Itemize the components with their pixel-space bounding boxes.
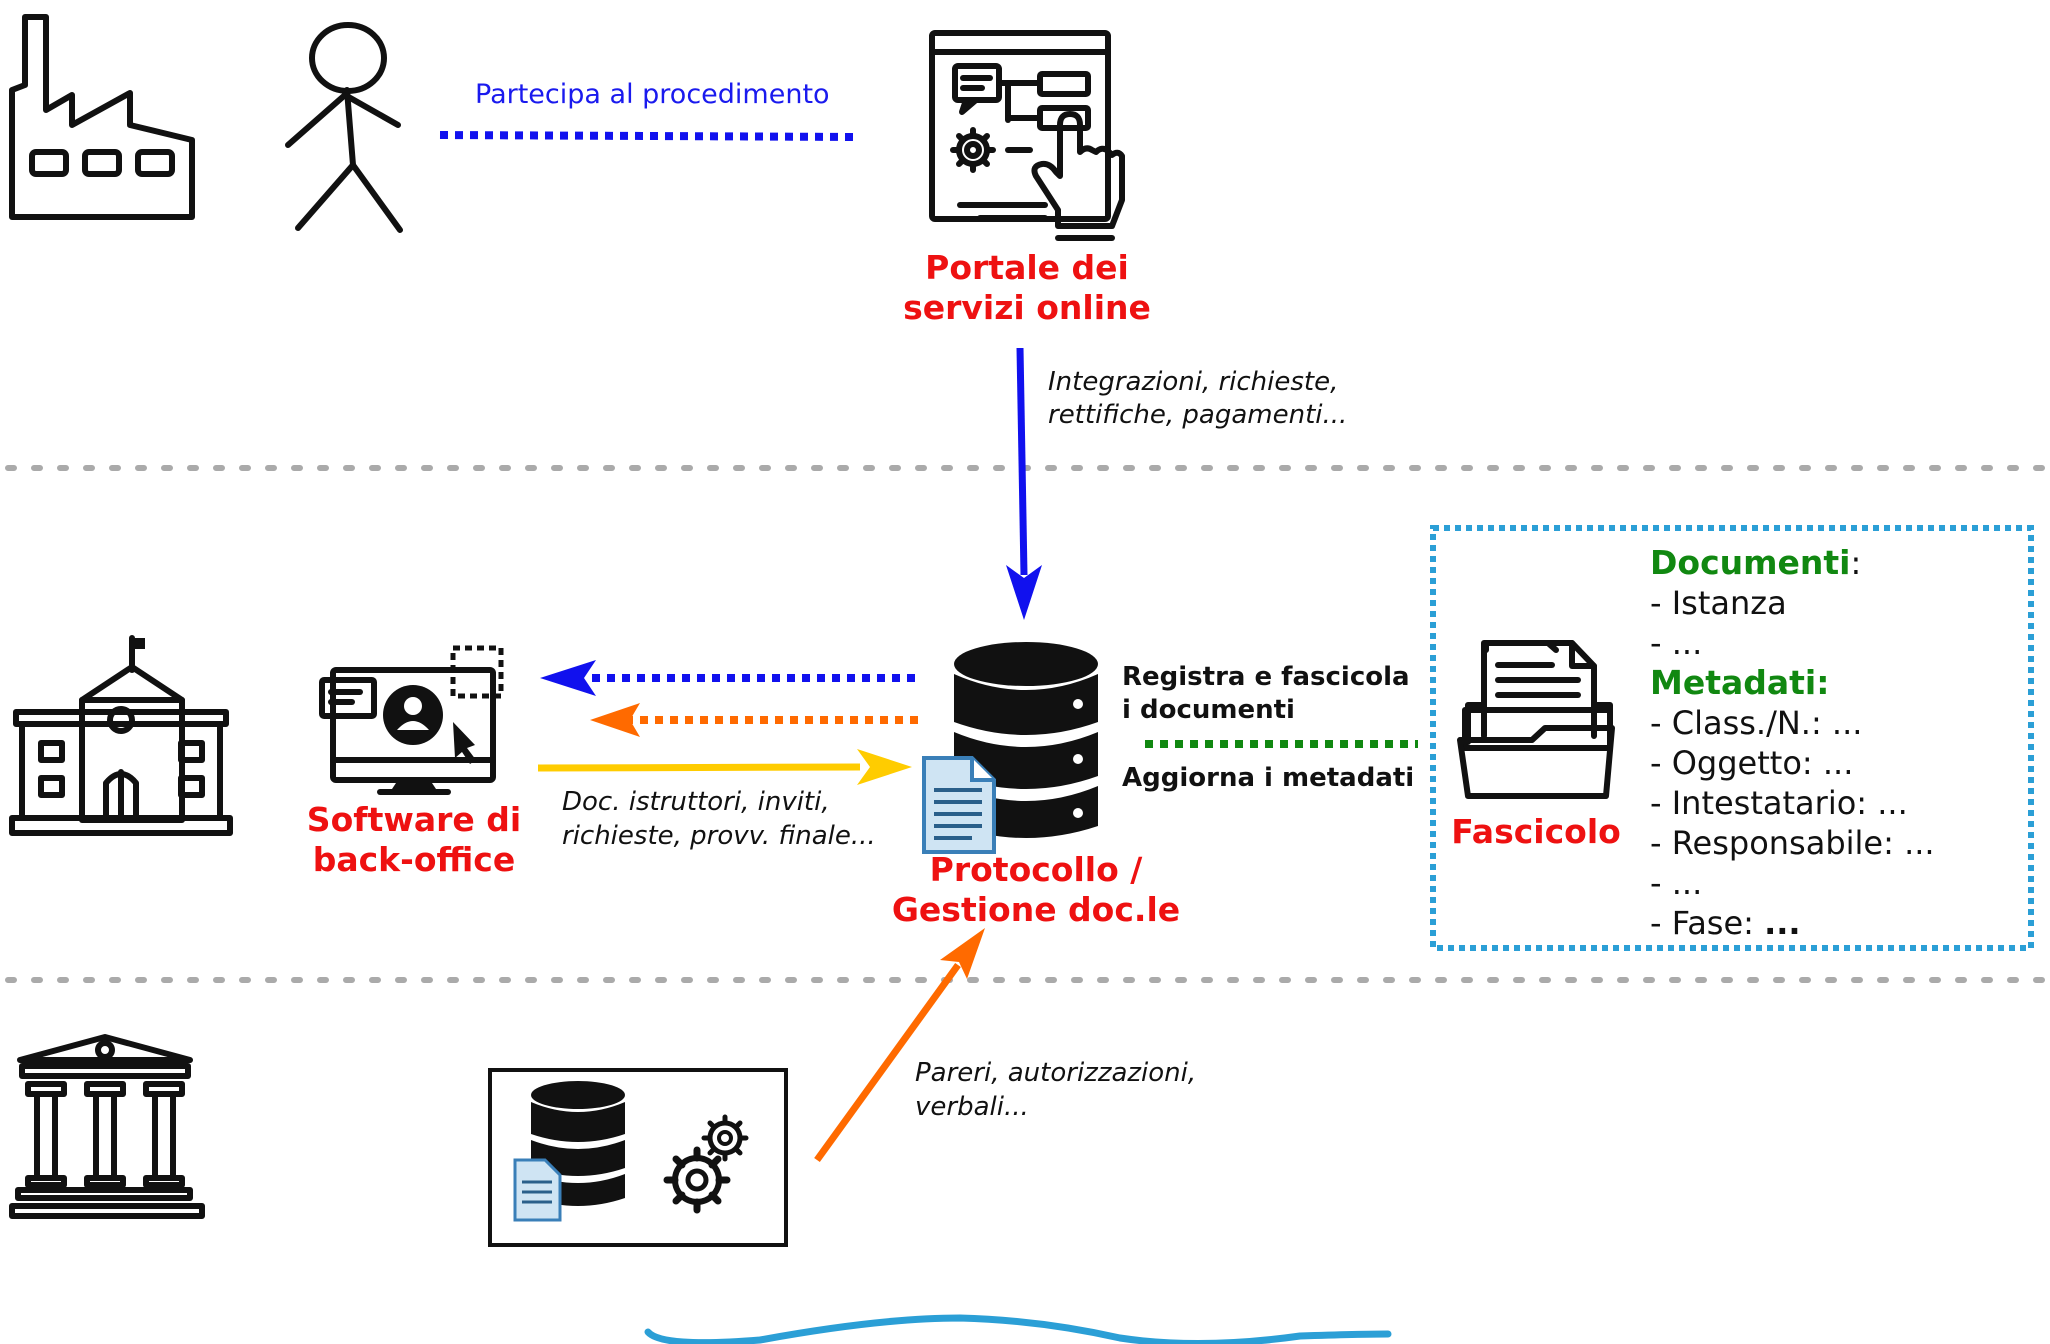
backoffice-label-line1: Software di (307, 800, 521, 839)
metadata-item-class: - Class./N.: ... (1650, 704, 1862, 742)
yellow-arrowhead (857, 749, 912, 785)
courthouse-icon (9, 1034, 205, 1219)
portal-label-line1: Portale dei (925, 248, 1129, 287)
wave-decoration (644, 1314, 1392, 1344)
external-to-protocol-arrow (814, 962, 961, 1163)
register-label-line1: Registra e fascicola (1122, 662, 1410, 692)
document-item-2: - ... (1650, 624, 1702, 662)
fascicolo-label: Fascicolo (1451, 812, 1621, 851)
participates-label: Partecipa al procedimento (475, 79, 830, 110)
portal-icon (929, 30, 1125, 241)
update-metadata-label: Aggiorna i metadati (1122, 763, 1414, 793)
external-arrowhead (940, 928, 985, 979)
blue-arrowhead (540, 660, 596, 696)
metadata-item-holder: - Intestatario: ... (1650, 784, 1908, 822)
portal-arrowhead (1006, 565, 1042, 620)
town-hall-icon (9, 635, 233, 836)
person-icon (285, 22, 403, 233)
metadata-item-phase: - Fase: ... (1650, 904, 1801, 942)
fascicolo-box (1430, 525, 2034, 951)
gears-icon (663, 1114, 749, 1214)
portal-label-line2: servizi online (903, 288, 1151, 327)
document-icon (922, 756, 996, 854)
portal-to-protocol-arrow (1016, 347, 1028, 576)
documents-heading: Documenti: (1650, 543, 1861, 582)
backoffice-label-line2: back-office (313, 840, 516, 879)
metadata-item-subject: - Oggetto: ... (1650, 744, 1853, 782)
backoffice-flow-label-line2: richieste, provv. finale... (562, 821, 876, 851)
orange-arrowhead (590, 703, 640, 737)
external-flow-label-line2: verbali... (915, 1092, 1029, 1122)
protocol-label-line2: Gestione doc.le (892, 890, 1180, 929)
portal-flow-label-line1: Integrazioni, richieste, (1048, 367, 1338, 397)
participates-link (439, 131, 859, 141)
backoffice-computer-icon (319, 645, 504, 795)
metadata-item-more: - ... (1650, 864, 1702, 902)
external-system-icon (488, 1068, 788, 1247)
metadata-heading: Metadati: (1650, 663, 1829, 702)
folder-icon (1457, 640, 1615, 799)
metadata-item-manager: - Responsabile: ... (1650, 824, 1935, 862)
backoffice-to-protocol-yellow-arrow (537, 763, 861, 772)
register-label-line2: i documenti (1122, 695, 1295, 725)
external-flow-label-line1: Pareri, autorizzazioni, (915, 1058, 1196, 1088)
document-item-1: - Istanza (1650, 584, 1787, 622)
protocol-label-line1: Protocollo / (930, 850, 1144, 889)
portal-flow-label-line2: rettifiche, pagamenti... (1048, 400, 1347, 430)
backoffice-flow-label-line1: Doc. istruttori, inviti, (562, 787, 830, 817)
factory-icon (9, 14, 195, 220)
